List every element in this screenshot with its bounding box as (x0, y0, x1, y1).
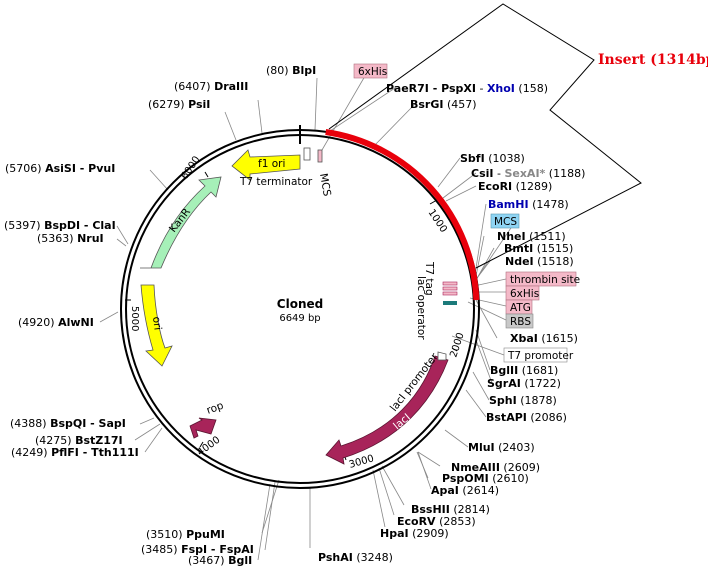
thrombin-box (505, 271, 577, 287)
scale-label-5000: 5000 (129, 306, 140, 331)
plasmid-size: 6649 bp (279, 313, 320, 324)
site-fspi-fspai: (3485) FspI - FspAI (141, 543, 254, 556)
site-csii-sexai: CsiI - SexAI* (1188) (471, 167, 585, 180)
site-pflfi-tth111i: (4249) PflFI - Tth111I (11, 446, 139, 459)
scale-label-4000: 4000 (195, 435, 222, 459)
site-bsrgi: BsrGI (457) (410, 98, 477, 111)
atg-label: ATG (510, 302, 531, 314)
site-bspdi-clai: (5397) BspDI - ClaI (4, 219, 116, 232)
site-asisi-pvui: (5706) AsiSI - PvuI (5, 162, 115, 175)
expression-cassette (442, 281, 458, 305)
site-nmeaiii: NmeAIII (2609) (451, 461, 540, 474)
site-sphi: SphI (1878) (489, 394, 557, 407)
site-bsshii: BssHII (2814) (411, 503, 490, 516)
ori-label: ori (150, 316, 164, 331)
kanr-arrow (140, 176, 222, 269)
site-draiii: (6407) DraIII (174, 80, 248, 93)
plasmid-name: Cloned (277, 297, 323, 311)
site-alwni: (4920) AlwNI (18, 316, 94, 329)
t7-terminator-label: T7 terminator (239, 176, 313, 188)
site-psii: (6279) PsiI (148, 98, 210, 111)
thrombin-label: thrombin site (510, 274, 580, 286)
site-bmti: BmtI (1515) (504, 242, 573, 255)
site-hpai: HpaI (2909) (380, 527, 449, 540)
lac-operator-label: lac operator (415, 276, 427, 340)
site-paer7i-xhoi: PaeR7I - PspXI - XhoI (158) (386, 82, 548, 95)
his-top-label: 6xHis (358, 66, 387, 78)
site-drui: (5363) NruI (37, 232, 104, 245)
site-xbai: XbaI (1615) (510, 332, 578, 345)
site-ppumi: (3510) PpuMI (146, 528, 225, 541)
mcs-box (490, 213, 520, 229)
rbs-label: RBS (510, 316, 531, 328)
rop-label: rop (205, 400, 226, 417)
rop-arrow (189, 417, 217, 439)
site-bstz17i: (4275) BstZ17I (35, 434, 123, 447)
ori-arrow (140, 284, 173, 367)
t7-tag-label: T7 tag (423, 261, 435, 296)
site-blpi: (80) BlpI (266, 64, 316, 77)
site-pspomi: PspOMI (2610) (442, 472, 529, 485)
t7-terminator-box (303, 147, 311, 161)
site-nhei: NheI (1511) (497, 230, 566, 243)
insert-bracket (328, 3, 642, 269)
laci-promoter-arrow (437, 351, 447, 361)
site-bamhi: BamHI (1478) (488, 198, 569, 211)
site-bstapi: BstAPI (2086) (486, 411, 567, 424)
site-ecori: EcoRI (1289) (478, 180, 552, 193)
his-label: 6xHis (510, 288, 539, 300)
mcs-box-label: MCS (494, 216, 517, 228)
scale-label-2000: 2000 (448, 331, 466, 359)
rbs-box (505, 313, 534, 329)
site-bgli: (3467) BglI (188, 554, 252, 567)
site-bspqi-sapi: (4388) BspQI - SapI (10, 417, 126, 430)
site-sgrai: SgrAI (1722) (487, 377, 561, 390)
restriction-sites: (80) BlpI (6407) DraIII (6279) PsiI (570… (4, 64, 585, 567)
laci-arrow (325, 355, 449, 465)
site-ndei: NdeI (1518) (505, 255, 574, 268)
his-top-box (353, 63, 388, 79)
site-bglii: BglII (1681) (490, 364, 558, 377)
site-ecorv: EcoRV (2853) (397, 515, 476, 528)
t7-promoter-label: T7 promoter (507, 350, 574, 362)
site-mlui: MluI (2403) (468, 441, 535, 454)
mcs-top-box (317, 149, 323, 163)
f1-ori-arrow (231, 149, 301, 181)
site-sbfi: SbfI (1038) (460, 152, 525, 165)
site-apai: ApaI (2614) (431, 484, 499, 497)
insert-label: Insert (1314bp) (598, 52, 708, 68)
t7-promoter-box (503, 347, 568, 363)
f1-ori-label: f1 ori (258, 158, 285, 170)
mcs-top-label: MCS (317, 172, 333, 197)
insert-arc (325, 129, 480, 301)
site-pshai: PshAI (3248) (318, 551, 393, 564)
